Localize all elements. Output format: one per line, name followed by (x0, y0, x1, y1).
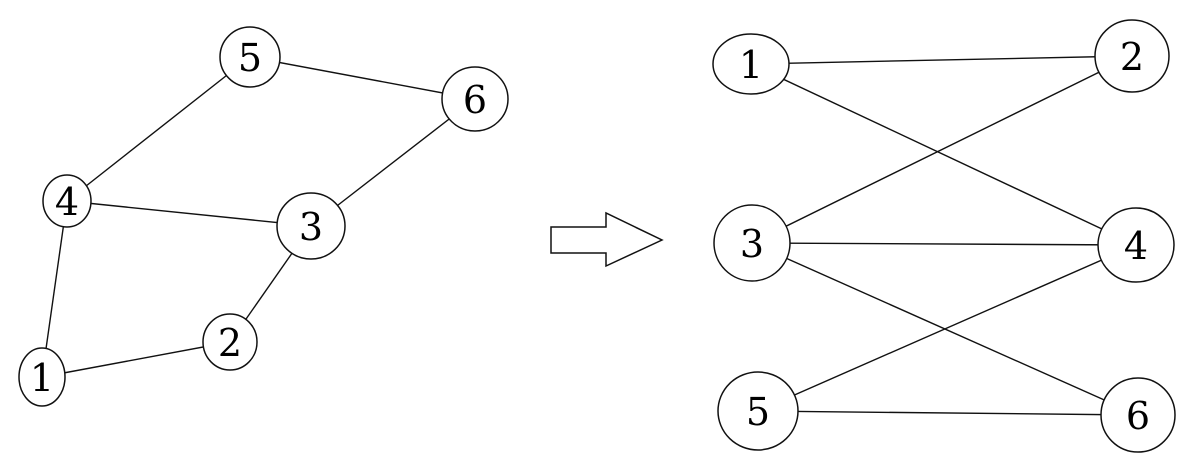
left-node-circle (18, 347, 66, 407)
right-node-circle (1100, 377, 1176, 453)
left-node-label: 2 (218, 321, 242, 365)
right-edge-3-2 (751, 55, 1133, 244)
right-arrow-icon (550, 211, 664, 268)
left-node-4: 4 (42, 174, 92, 228)
left-node-3: 3 (276, 192, 346, 260)
left-node-label: 3 (299, 205, 323, 249)
right-edge-1-2 (750, 55, 1133, 65)
right-graph-nodes: 1 2 3 4 5 6 (712, 19, 1176, 453)
right-graph-edges (750, 55, 1139, 416)
right-node-circle (1097, 207, 1175, 283)
left-edge-5-6 (249, 56, 476, 100)
left-node-6: 6 (441, 66, 509, 132)
right-node-label: 1 (739, 43, 763, 87)
right-node-circle (1094, 19, 1170, 93)
left-node-circle (441, 66, 509, 132)
right-node-circle (717, 371, 799, 451)
left-node-circle (42, 174, 92, 228)
right-node-4: 4 (1097, 207, 1175, 283)
right-node-circle (713, 204, 791, 282)
right-node-2: 2 (1094, 19, 1170, 93)
right-node-6: 6 (1100, 377, 1176, 453)
right-edge-3-4 (751, 242, 1137, 246)
left-node-label: 6 (463, 78, 487, 122)
right-node-label: 4 (1124, 224, 1148, 268)
right-edge-5-6 (757, 410, 1139, 416)
right-node-1: 1 (712, 33, 790, 95)
left-edge-6-3 (310, 98, 476, 227)
right-node-3: 3 (713, 204, 791, 282)
right-edge-1-4 (750, 63, 1137, 246)
left-node-circle (202, 313, 258, 371)
left-node-5: 5 (219, 26, 281, 88)
left-graph-edges (41, 56, 476, 378)
left-node-circle (276, 192, 346, 260)
right-edge-5-4 (757, 244, 1137, 412)
left-edge-5-4 (66, 56, 251, 202)
right-node-circle (712, 33, 790, 95)
left-edge-4-3 (66, 200, 312, 227)
left-node-label: 4 (55, 180, 79, 224)
right-node-label: 5 (746, 390, 770, 434)
left-node-1: 1 (18, 347, 66, 407)
left-node-circle (219, 26, 281, 88)
left-node-label: 5 (238, 36, 262, 80)
right-node-label: 2 (1120, 35, 1144, 79)
right-node-label: 3 (740, 222, 764, 266)
left-edge-1-2 (41, 341, 231, 378)
left-graph-nodes: 1 2 3 4 5 6 (18, 26, 509, 407)
right-node-5: 5 (717, 371, 799, 451)
right-node-label: 6 (1126, 394, 1150, 438)
left-node-label: 1 (30, 356, 54, 400)
left-node-2: 2 (202, 313, 258, 371)
